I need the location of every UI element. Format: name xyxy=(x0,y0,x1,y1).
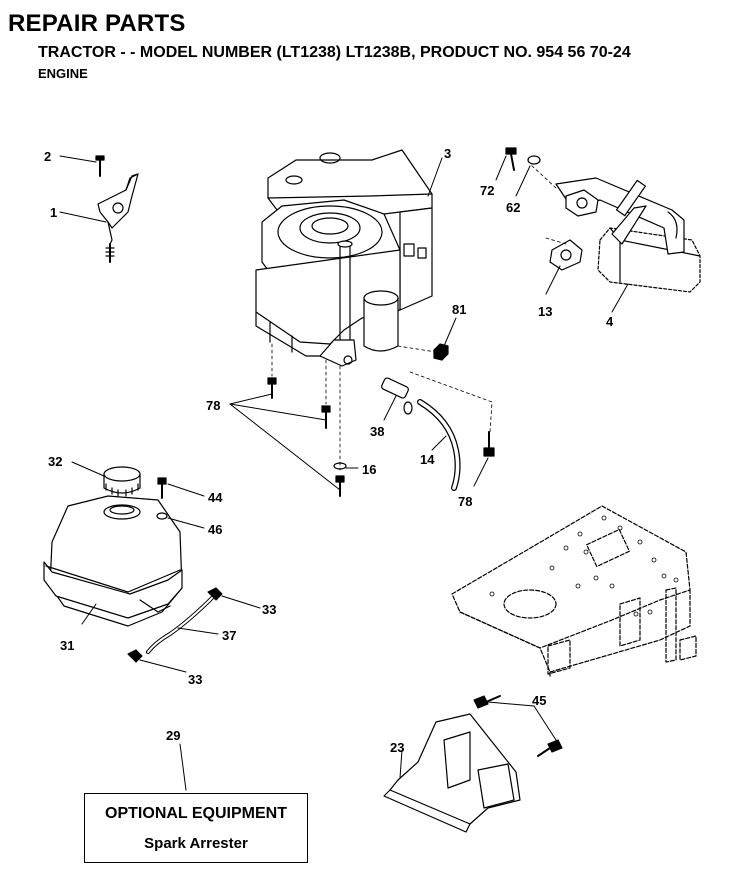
callout-31: 31 xyxy=(60,638,74,653)
engine-assembly xyxy=(255,149,433,367)
callout-45: 45 xyxy=(532,693,546,708)
callout-3: 3 xyxy=(444,146,451,161)
optional-equipment-title: OPTIONAL EQUIPMENT xyxy=(105,805,287,822)
leader-lines xyxy=(59,155,629,791)
callout-44: 44 xyxy=(208,490,223,505)
callout-33-b: 33 xyxy=(188,672,202,687)
callout-62: 62 xyxy=(506,200,520,215)
callout-1: 1 xyxy=(50,205,57,220)
callout-16: 16 xyxy=(362,462,376,477)
callout-2: 2 xyxy=(44,149,51,164)
section-label: ENGINE xyxy=(38,66,88,81)
optional-equipment-box: OPTIONAL EQUIPMENT Spark Arrester xyxy=(84,793,308,863)
tractor-frame xyxy=(451,505,697,679)
muffler-assembly xyxy=(505,147,701,293)
callout-4: 4 xyxy=(606,314,614,329)
callout-72: 72 xyxy=(480,183,494,198)
callout-78-a: 78 xyxy=(206,398,220,413)
callout-78-b: 78 xyxy=(458,494,472,509)
heat-shield xyxy=(383,695,563,833)
callout-33-a: 33 xyxy=(262,602,276,617)
spark-arrester-label: Spark Arrester xyxy=(144,835,248,852)
frame-holes xyxy=(489,515,679,617)
callout-38: 38 xyxy=(370,424,384,439)
throttle-bracket xyxy=(95,155,139,263)
page-title: REPAIR PARTS xyxy=(8,10,186,37)
callout-32: 32 xyxy=(48,454,62,469)
callout-81: 81 xyxy=(452,302,466,317)
nut-81 xyxy=(433,343,449,361)
callout-29: 29 xyxy=(166,728,180,743)
callout-46: 46 xyxy=(208,522,222,537)
alignment-lines xyxy=(271,163,567,471)
callout-13: 13 xyxy=(538,304,552,319)
fuel-tank-assembly xyxy=(43,466,223,663)
callout-37: 37 xyxy=(222,628,236,643)
fuel-filter-hose xyxy=(381,377,461,491)
callout-23: 23 xyxy=(390,740,404,755)
model-subtitle: TRACTOR - - MODEL NUMBER (LT1238) LT1238… xyxy=(38,44,631,61)
callout-14: 14 xyxy=(420,452,435,467)
